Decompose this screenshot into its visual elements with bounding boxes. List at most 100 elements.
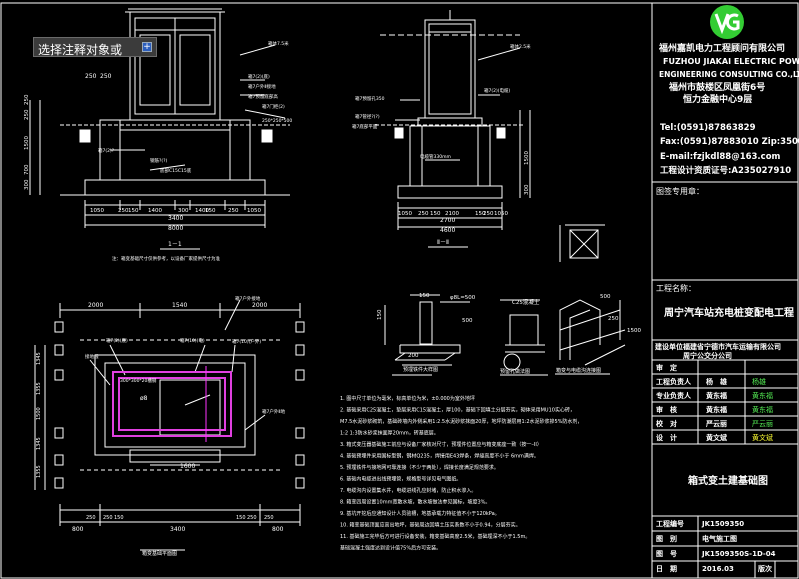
meta-key: 日 期 <box>656 564 677 573</box>
company-tel: Tel:(0591)87863829 <box>660 123 756 133</box>
s1-dim-part: 1050 <box>90 208 104 214</box>
s1-left-dim: 250 <box>24 109 30 120</box>
client-label: 建设单位： <box>655 342 690 351</box>
expand-plus-icon[interactable]: + <box>142 42 152 52</box>
plan-top-dim: 1540 <box>172 302 187 309</box>
plan-bottom-dims: 800 3400 800 <box>72 526 284 533</box>
plan-h-dim: ø8 <box>140 395 148 402</box>
foundation-plan <box>34 299 305 551</box>
s1-callout: 箱体7.5米 <box>268 40 289 47</box>
detail3-dim: 250 <box>608 316 619 322</box>
s1-callout: 箱7(2)? <box>98 147 115 154</box>
note-line: 2. 基础采用C25混凝土，垫层采用C15混凝土，厚100，基础下回填土分层夯实… <box>340 407 575 414</box>
s2-callout: 箱7底部平面 <box>352 123 378 130</box>
s2-callout: 箱7(2)(电缆) <box>484 87 510 94</box>
s1-dim-top-left: 250 <box>85 73 97 80</box>
note-line: 基础混凝土强度达到设计值75%后方可安装。 <box>340 545 441 552</box>
meta-value: JK1509350S-1D-04 <box>701 550 776 558</box>
note-line: 8. 箱变四周设置10mm宽散水坡，散水坡做法参见国标，坡度3%。 <box>340 499 490 506</box>
plan-callout: 300*300*20槽钢 <box>120 377 157 384</box>
s1-callout: 箱7预留底部高 <box>248 93 278 100</box>
roles-table: 审 定工程负责人杨 雄杨雄专业负责人黄东福黄东福审 核黄东福黄东福校 对严云丽严… <box>656 363 773 442</box>
note-line: 4. 基础预埋件采用国标型钢，钢材Q235，焊接用E43焊条，焊缝高度不小于 6… <box>340 453 539 460</box>
detail-drawings <box>384 294 626 376</box>
plan-callouts: 箱7(10)(电)箱7(10)(户外)箱7(2)(底)箱7户外接地300*300… <box>85 295 286 415</box>
s1-callout: 钢筋?(?) <box>150 157 168 164</box>
company-address2: 恒力金融中心9层 <box>683 93 752 105</box>
s2-dim-part: 250 <box>483 211 494 217</box>
s2-dim-mid: 2700 <box>440 217 455 224</box>
s1-dim-part: 1400 <box>195 208 209 214</box>
stamp-label: 图签专用章： <box>656 186 704 196</box>
s2-dim-part: 250 <box>418 211 429 217</box>
s1-callout: 底部C15C15底 <box>160 167 192 174</box>
detail1-label: φ8L=500 <box>450 295 476 301</box>
role-signature: 严云丽 <box>752 420 773 428</box>
note-line: M7.5水泥砂浆砌筑，基础砖墙内外侧采用1:2.5水泥砂浆抹面20厚，地坪防潮层… <box>340 418 582 425</box>
meta-key: 工程编号 <box>656 519 684 528</box>
s2-callout: 箱7管径?(?) <box>355 113 380 120</box>
plan-inner-dim: 1600 <box>180 463 195 470</box>
plan-bottom-dim: 3400 <box>170 526 185 533</box>
drawing-title: 箱式变土建基础图 <box>688 474 768 487</box>
detail2-label: C25混凝土 <box>512 298 540 306</box>
meta-extra-key: 版次 <box>758 564 772 573</box>
s2-dim-part: 150 <box>475 211 486 217</box>
plan-bottom-part: 250 <box>103 515 113 521</box>
s1-dim-part: 150 <box>128 208 139 214</box>
section-2-2 <box>375 10 531 248</box>
plan-left-dim: 1355 <box>36 382 42 395</box>
grounding-ring <box>112 371 232 437</box>
plan-bottom-part: 250 <box>86 515 96 521</box>
s1-dim-total: 8000 <box>168 225 183 232</box>
plan-bottom-part: 250 <box>247 515 257 521</box>
note-line: 9. 基坑开挖后应通知设计人员验槽，地基承载力特征值不小于120kPa。 <box>340 510 500 517</box>
s2-callout: 箱体2.5米 <box>510 43 531 50</box>
client-name-2: 周宁公交分公司 <box>683 351 732 360</box>
company-address1: 福州市鼓楼区凤凰街6号 <box>668 81 765 93</box>
role-title: 审 定 <box>656 363 677 372</box>
role-signature: 黄文斌 <box>752 433 773 442</box>
company-name-cn: 福州嘉凯电力工程顾问有限公司 <box>658 42 785 54</box>
general-notes: 1. 图中尺寸单位为毫米，标高单位为米，±0.000为室外地坪 2. 基础采用C2… <box>340 395 582 552</box>
s1-dim-mid: 3400 <box>168 215 183 222</box>
s2-callout: 箱7预留孔350 <box>355 95 385 102</box>
note-line: 7. 电缆沟内设置集水井，电缆进线孔应封堵，防止积水渗入。 <box>340 487 476 494</box>
plan-callout: 箱7(2)(底) <box>106 337 128 344</box>
section-1-label: 1－1 <box>168 241 182 248</box>
project-label: 工程名称： <box>656 283 696 293</box>
role-title: 审 核 <box>656 405 677 414</box>
plan-bottom-dim: 800 <box>272 526 284 533</box>
section-2-label: Ⅱ－Ⅱ <box>437 239 449 246</box>
s2-callout: 电缆管330mm <box>420 153 451 160</box>
note-line: 11. 基础施工完毕后方可进行设备安装，箱变基础高度2.5米，基础埋深不小于1.… <box>340 533 530 540</box>
meta-value: 电气施工图 <box>702 534 737 543</box>
note-line: 1. 图中尺寸单位为毫米，标高单位为米，±0.000为室外地坪 <box>340 395 475 402</box>
role-name: 黄东福 <box>706 391 727 400</box>
s1-dim-top-left2: 250 <box>100 73 112 80</box>
note-line: 10. 箱变基础顶面应高出地坪，基础周边回填土压实系数不小于0.94，分层夯实。 <box>340 522 521 529</box>
plan-top-dim: 2000 <box>252 302 267 309</box>
plan-bottom-dim: 800 <box>72 526 84 533</box>
note-line: 5. 预埋铁件与接地网可靠连接（不少于两处），焊接长度满足规范要求。 <box>340 464 499 471</box>
role-title: 设 计 <box>656 433 677 442</box>
detail3-caption: 箱变与电缆沟连接图 <box>556 367 601 374</box>
plan-callout: 箱7户外接地 <box>235 295 261 302</box>
plan-bottom-part: 150 <box>236 515 246 521</box>
annotation-select-popup[interactable]: 选择注释对象或 + <box>33 37 157 57</box>
note-line: 3. 箱式变压器基础施工前应与设备厂家核对尺寸，预埋件位置应与箱变底座一致（按一… <box>340 441 542 448</box>
client-name-1: 福建省宁德市汽车运输有限公司 <box>682 342 781 351</box>
s1-callouts: 箱体7.5米箱7(2)(底)箱7户外Ⅱ接地箱7预留底部高箱7门柜(2)钢筋?(?… <box>98 40 292 174</box>
s1-dim-part: 150 <box>205 208 216 214</box>
company-name-en1: FUZHOU JIAKAI ELECTRIC POWER <box>663 57 799 66</box>
role-signature: 黄东福 <box>752 391 773 400</box>
